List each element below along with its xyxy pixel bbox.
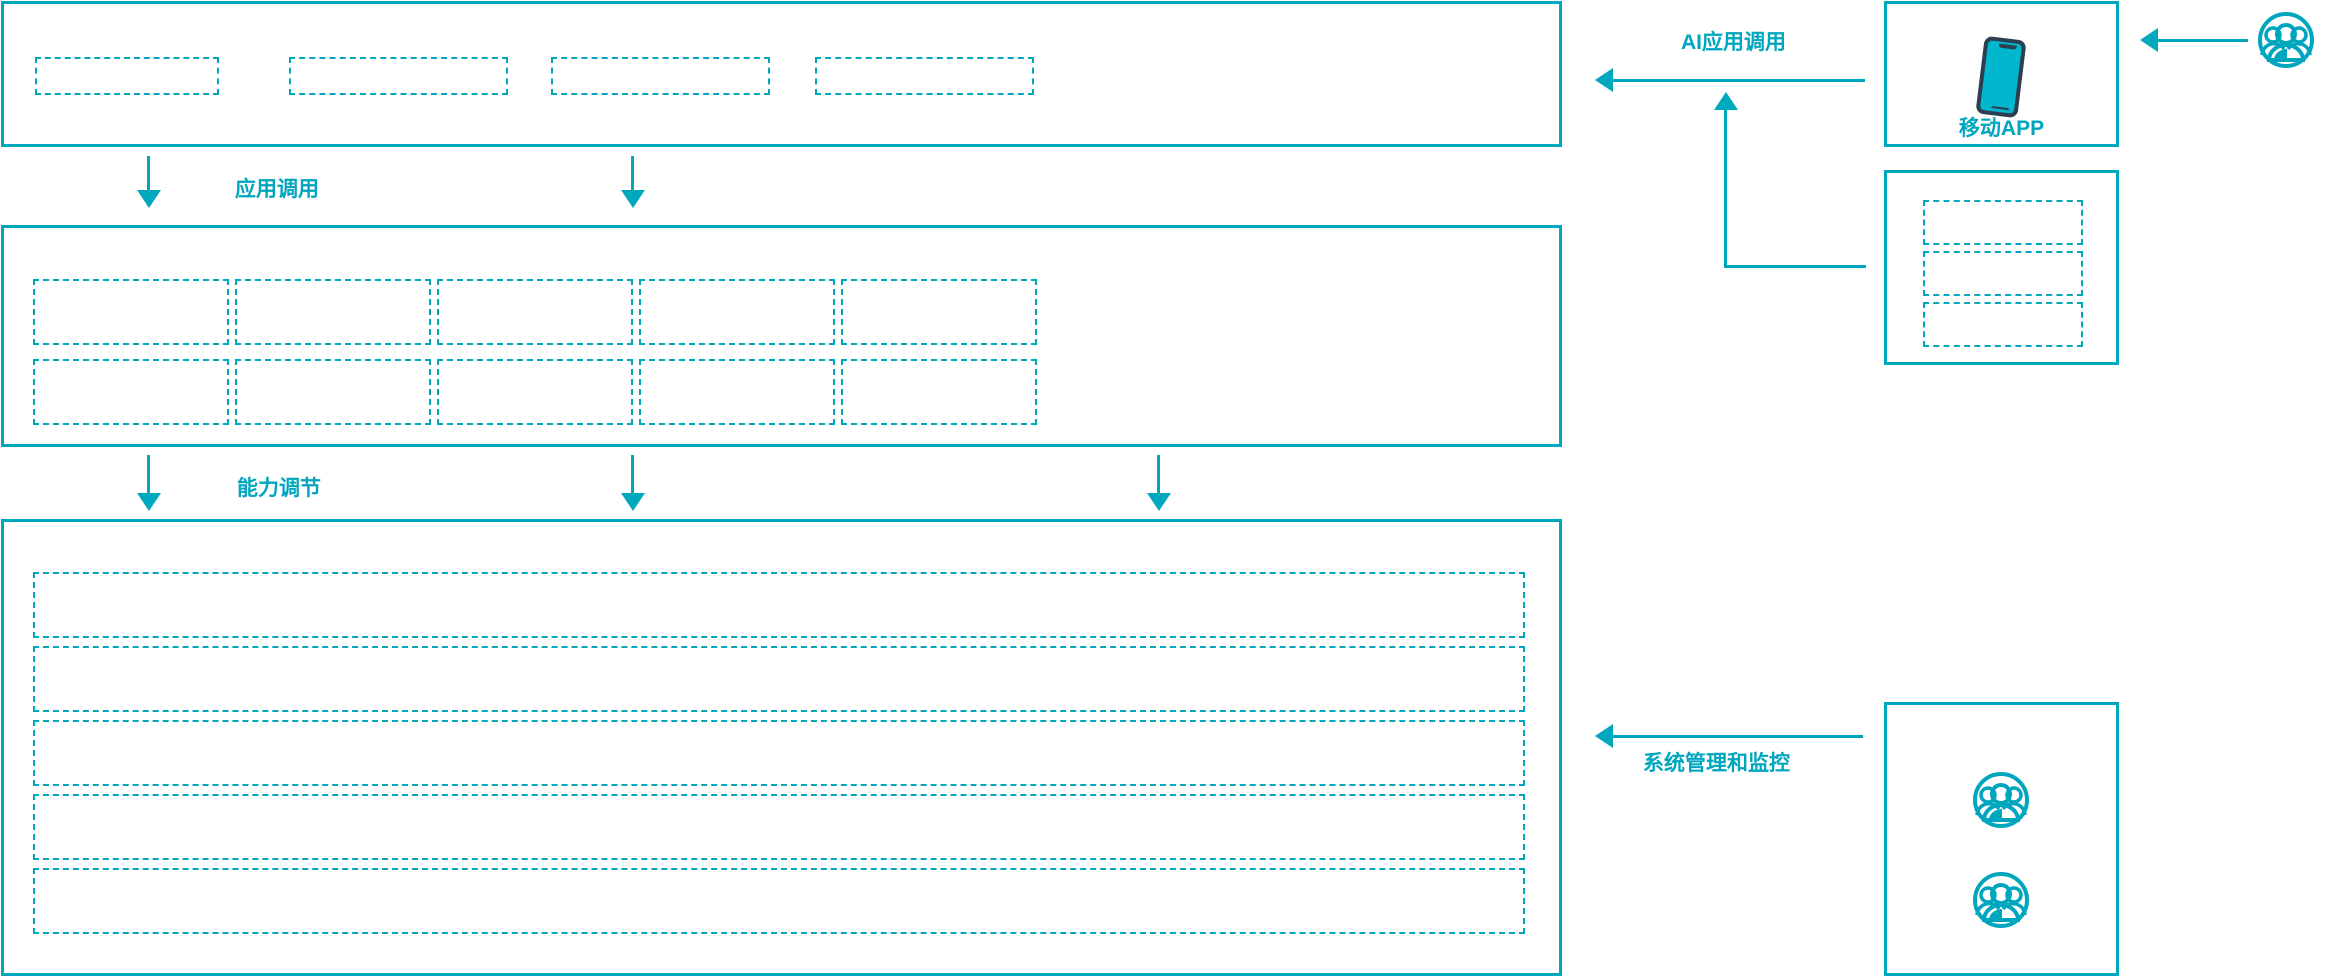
- channel-panel-slot-2[interactable]: [1923, 251, 2083, 296]
- capability-col-4-bottom[interactable]: [639, 359, 835, 425]
- capability-adjust-arrow-head-2: [621, 493, 645, 511]
- operations-panel[interactable]: [1884, 702, 2119, 976]
- capability-adjust-arrow-shaft-1: [147, 455, 150, 495]
- capability-col-5-top[interactable]: [841, 279, 1037, 345]
- capability-col-3-top[interactable]: [437, 279, 633, 345]
- channel-panel-slot-1[interactable]: [1923, 200, 2083, 245]
- application-layer-slot-3[interactable]: [551, 57, 770, 95]
- people-group-icon: [2258, 12, 2314, 68]
- capability-layer-container: [1, 225, 1562, 447]
- app-invoke-arrow-shaft-1: [147, 156, 150, 192]
- capability-col-2-top[interactable]: [235, 279, 431, 345]
- mobile-app-caption: 移动APP: [1958, 117, 2045, 140]
- infrastructure-row-2[interactable]: [33, 646, 1525, 712]
- capability-col-1-top[interactable]: [33, 279, 229, 345]
- infrastructure-layer-container: [1, 519, 1562, 976]
- infrastructure-row-5[interactable]: [33, 868, 1525, 934]
- system-manage-arrow-head: [1595, 724, 1613, 748]
- channel-panel-slot-3[interactable]: [1923, 302, 2083, 347]
- system-manage-monitor-label: 系统管理和监控: [1643, 752, 1790, 775]
- application-layer-container: [1, 1, 1562, 147]
- external-user-arrow-head: [2140, 28, 2158, 52]
- infrastructure-row-4[interactable]: [33, 794, 1525, 860]
- system-manage-line: [1613, 735, 1863, 738]
- ai-app-invoke-line: [1613, 79, 1865, 82]
- capability-adjust-arrow-shaft-2: [631, 455, 634, 495]
- people-group-icon: [1973, 872, 2029, 928]
- capability-col-4-top[interactable]: [639, 279, 835, 345]
- application-layer-slot-2[interactable]: [289, 57, 508, 95]
- app-invoke-arrow-shaft-2: [631, 156, 634, 192]
- app-invoke-arrow-head-1: [137, 190, 161, 208]
- app-invoke-label: 应用调用: [235, 178, 319, 201]
- ai-app-invoke-label: AI应用调用: [1681, 31, 1786, 54]
- application-layer-slot-4[interactable]: [815, 57, 1034, 95]
- people-group-icon: [1973, 772, 2029, 828]
- infrastructure-row-1[interactable]: [33, 572, 1525, 638]
- ai-app-invoke-riser: [1724, 110, 1727, 268]
- smartphone-home-bar: [1991, 106, 2010, 111]
- app-invoke-arrow-head-2: [621, 190, 645, 208]
- capability-col-1-bottom[interactable]: [33, 359, 229, 425]
- capability-adjust-arrow-shaft-3: [1157, 455, 1160, 495]
- ai-app-invoke-riser-base: [1724, 265, 1866, 268]
- ai-app-invoke-arrow-head: [1595, 68, 1613, 92]
- ai-app-invoke-riser-head: [1714, 92, 1738, 110]
- infrastructure-row-3[interactable]: [33, 720, 1525, 786]
- smartphone-notch: [1998, 43, 2017, 50]
- capability-col-3-bottom[interactable]: [437, 359, 633, 425]
- capability-adjust-arrow-head-1: [137, 493, 161, 511]
- capability-col-2-bottom[interactable]: [235, 359, 431, 425]
- capability-adjust-arrow-head-3: [1147, 493, 1171, 511]
- capability-col-5-bottom[interactable]: [841, 359, 1037, 425]
- external-user-line: [2158, 39, 2248, 42]
- capability-adjust-label: 能力调节: [237, 477, 321, 500]
- application-layer-slot-1[interactable]: [35, 57, 219, 95]
